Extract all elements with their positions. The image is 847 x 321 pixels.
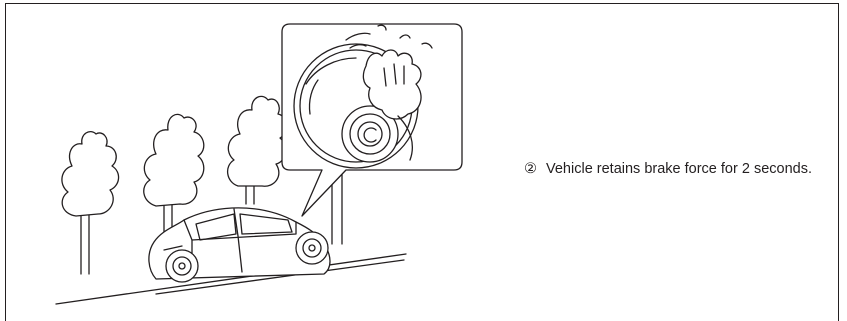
brake-callout — [282, 24, 462, 216]
caption-text: Vehicle retains brake force for 2 second… — [546, 159, 824, 179]
caption: ② Vehicle retains brake force for 2 seco… — [524, 159, 824, 179]
car-on-slope-illustration — [6, 4, 506, 321]
caption-number: ② — [524, 159, 546, 179]
car — [149, 208, 330, 282]
